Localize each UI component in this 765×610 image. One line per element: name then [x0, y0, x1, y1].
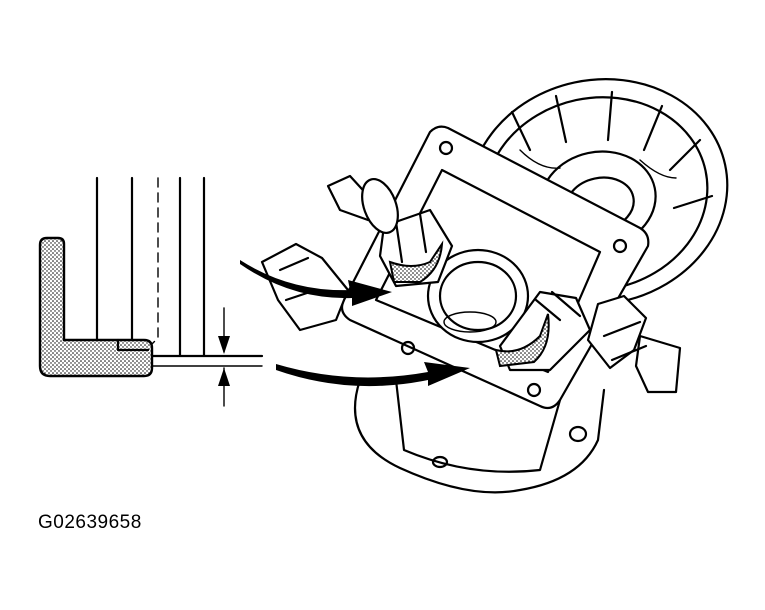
brush-holder-assembly-icon [260, 78, 729, 494]
brush-wear-gauge-icon [38, 176, 264, 407]
pointer-arrow-icon [240, 260, 470, 387]
figure-id-label: G02639658 [38, 512, 142, 533]
